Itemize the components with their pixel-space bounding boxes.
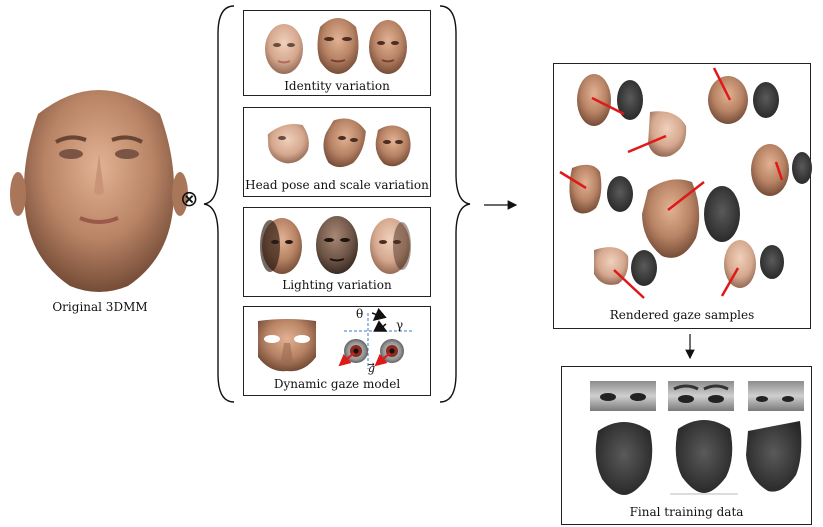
tensor-product-operator: ⊗ — [180, 187, 199, 212]
gaze-model-box: θ γ g → Dynamic gaze model — [243, 306, 431, 396]
lighting-face-2 — [316, 216, 358, 274]
arrow-to-rendered-samples — [484, 200, 518, 210]
final-training-label: Final training data — [629, 505, 744, 519]
gaze-vector-arrow-overbar: → — [368, 360, 375, 369]
original-3dmm-label: Original 3DMM — [52, 300, 148, 314]
gaze-theta-symbol: θ — [356, 307, 364, 321]
headpose-face-3 — [375, 125, 411, 167]
original-3dmm-face — [10, 90, 188, 292]
final-eye-image-3 — [748, 381, 804, 411]
headpose-face-2 — [323, 118, 366, 168]
rendered-sample-5 — [642, 179, 740, 258]
lighting-face-1 — [260, 218, 302, 274]
rendered-samples-box: Rendered gaze samples — [553, 63, 812, 329]
final-depth-map-1 — [595, 422, 653, 495]
identity-face-2 — [317, 18, 359, 74]
final-depth-map-3 — [746, 421, 802, 492]
headpose-variation-box: Head pose and scale variation — [243, 107, 431, 197]
left-curly-brace — [203, 5, 235, 403]
rendered-sample-7 — [594, 247, 657, 299]
right-curly-brace — [439, 5, 471, 403]
gaze-eyeballs-diagram — [338, 307, 414, 369]
identity-variation-label: Identity variation — [284, 79, 390, 93]
rendered-sample-4 — [559, 164, 633, 214]
headpose-variation-label: Head pose and scale variation — [245, 178, 429, 192]
gaze-gamma-symbol: γ — [396, 318, 404, 332]
lighting-variation-box: Lighting variation — [243, 207, 431, 297]
rendered-sample-1 — [577, 74, 643, 126]
final-depth-map-2 — [670, 420, 738, 495]
gaze-model-label: Dynamic gaze model — [273, 377, 401, 391]
arrow-to-final-data — [685, 334, 695, 360]
identity-variation-box: Identity variation — [243, 10, 431, 96]
eye-region-mask — [258, 319, 316, 372]
lighting-variation-label: Lighting variation — [282, 278, 392, 292]
final-eye-image-2 — [668, 381, 734, 411]
gaze-vector-symbol: g — [368, 362, 376, 375]
identity-face-3 — [369, 20, 407, 74]
headpose-face-1 — [267, 124, 309, 164]
rendered-sample-8 — [720, 240, 784, 297]
final-training-box: Final training data — [561, 366, 812, 525]
rendered-sample-3 — [627, 111, 687, 157]
rendered-sample-2 — [708, 67, 779, 124]
identity-face-1 — [265, 24, 303, 74]
final-eye-image-1 — [590, 381, 656, 411]
lighting-face-3 — [370, 218, 411, 274]
rendered-sample-6 — [751, 144, 812, 196]
rendered-samples-label: Rendered gaze samples — [609, 308, 755, 322]
